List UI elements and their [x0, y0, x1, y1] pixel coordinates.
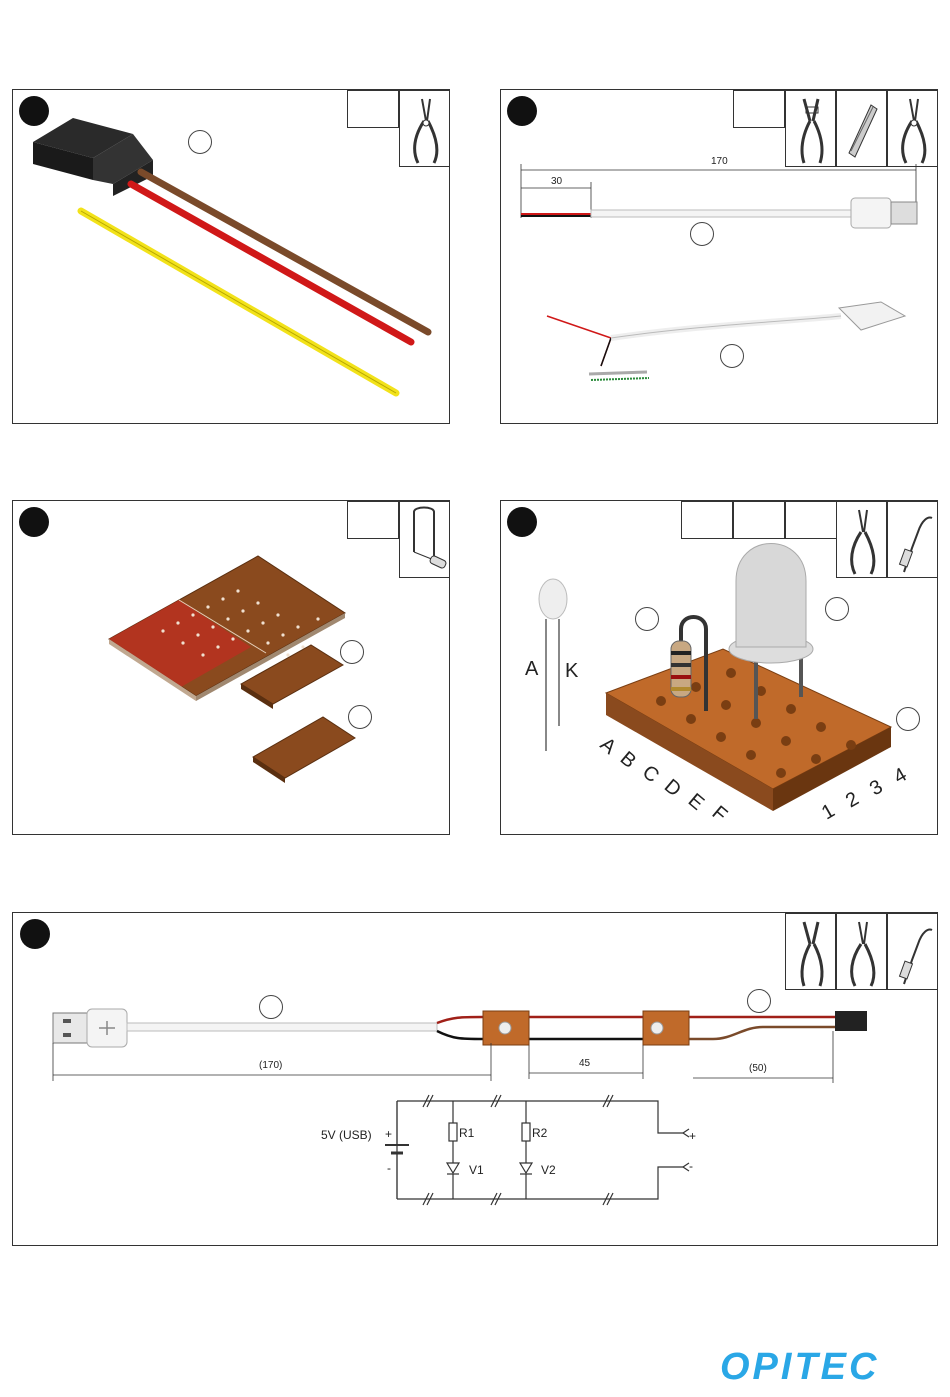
black-wire-end	[601, 338, 611, 366]
cut-sleeve	[589, 372, 647, 374]
perfboard-piece	[606, 649, 891, 811]
white-cable	[127, 1023, 437, 1031]
step-3-panel	[12, 500, 450, 835]
shield-braid	[591, 378, 649, 380]
step-1-panel	[12, 89, 450, 424]
brown-wire	[141, 172, 428, 332]
perfboard-cutting-illustration	[13, 501, 450, 835]
assembled-cable-illustration	[13, 913, 938, 1246]
usb-plug-metal	[891, 202, 917, 224]
black-wire	[437, 1031, 643, 1039]
usb-cable-illustration	[501, 90, 938, 424]
servo-connector	[835, 1011, 867, 1031]
circuit-schematic	[385, 1095, 689, 1205]
yellow-wire-edge	[81, 211, 396, 393]
red-wire-end	[547, 316, 611, 366]
usb-plug	[53, 1009, 127, 1047]
small-led	[539, 579, 567, 751]
usb-plug-angled	[839, 302, 905, 330]
led-board-illustration	[501, 501, 938, 835]
step-4-panel: A K A K A B C D E F 1 2 3 4	[500, 500, 938, 835]
step-2-panel: 170 30	[500, 89, 938, 424]
opitec-logo: OPITEC	[720, 1346, 879, 1389]
usb-plug-body	[851, 198, 891, 228]
led-board-2	[643, 1011, 689, 1045]
led-board-1	[483, 1011, 529, 1045]
step-5-panel: (170) 45 (50) 5V (USB) + - R1 R2 V1 V2 +…	[12, 912, 938, 1246]
wired-connector-illustration	[13, 90, 450, 424]
white-cable	[591, 210, 851, 217]
